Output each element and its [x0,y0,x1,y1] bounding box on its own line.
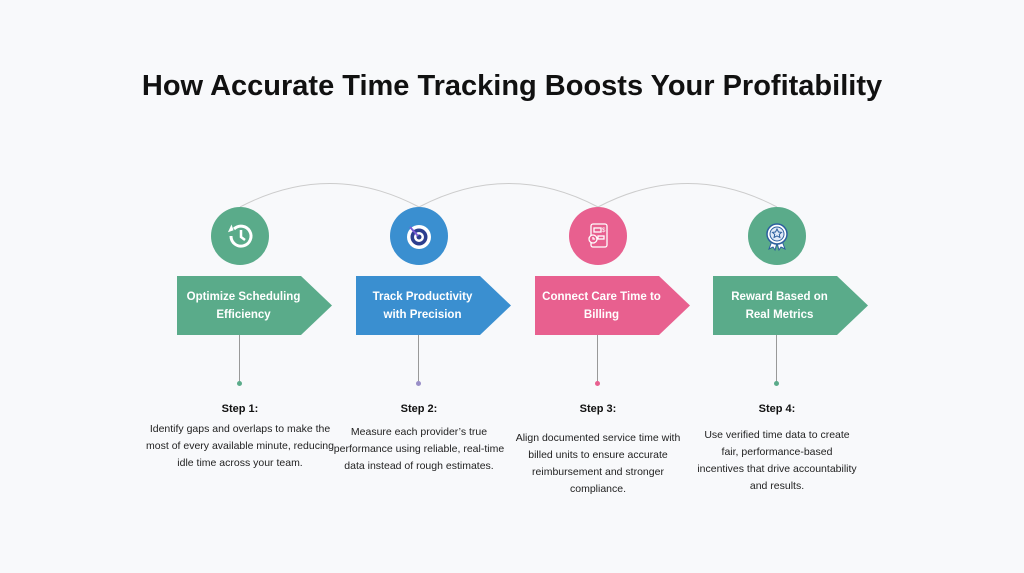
award-badge-icon [748,207,806,265]
step-4-description: Use verified time data to create fair, p… [697,429,857,492]
step-4-label: Step 4: [758,403,796,415]
step-2-banner: Track Productivity with Precision [356,276,511,335]
step-2-description: Measure each provider’s true performance… [333,426,505,472]
step-1-description: Identify gaps and overlaps to make the m… [146,423,334,469]
target-icon [390,207,448,265]
step-1-label: Step 1: [221,403,259,415]
page-title: How Accurate Time Tracking Boosts Your P… [141,70,883,102]
history-clock-icon [211,207,269,265]
step-1-banner: Optimize Scheduling Efficiency [177,276,332,335]
step-3-title: Connect Care Time to Billing [542,290,661,321]
step-3-label: Step 3: [579,403,617,415]
step-3-banner: Connect Care Time to Billing [535,276,690,335]
step-1-title: Optimize Scheduling Efficiency [186,290,301,321]
step-3-description: Align documented service time with bille… [515,432,681,495]
step-2-label: Step 2: [400,403,438,415]
step-4-title: Reward Based on Real Metrics [731,290,828,321]
invoice-clock-icon: $ [569,207,627,265]
step-2-title: Track Productivity with Precision [372,290,473,321]
svg-text:$: $ [602,228,606,234]
step-4-banner: Reward Based on Real Metrics [713,276,868,335]
